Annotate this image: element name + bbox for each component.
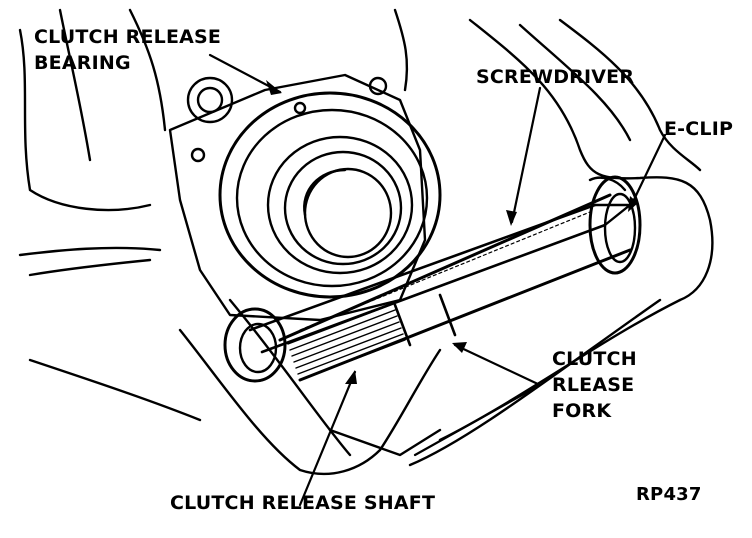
label-clutch-release-fork-line3: FORK (552, 400, 612, 422)
figure-code: RP437 (636, 484, 702, 505)
label-e-clip: E-CLIP (664, 118, 734, 140)
leader-lines (208, 53, 667, 507)
label-clutch-release-bearing-line1: CLUTCH RELEASE (34, 26, 222, 48)
label-screwdriver: SCREWDRIVER (476, 66, 635, 88)
shaft-splines (287, 303, 406, 381)
e-clip-assembly (588, 175, 642, 275)
clutch-fork-casting (28, 298, 682, 476)
label-clutch-release-fork-line1: CLUTCH (552, 348, 637, 370)
label-clutch-release-fork-line2: RLEASE (552, 374, 635, 396)
label-clutch-release-bearing-line2: BEARING (34, 52, 131, 74)
clutch-release-bearing (218, 91, 442, 299)
arrowheads (266, 80, 638, 384)
transmission-housing-outline (18, 8, 714, 302)
clutch-release-shaft (223, 193, 632, 383)
label-clutch-release-shaft: CLUTCH RELEASE SHAFT (170, 492, 436, 514)
